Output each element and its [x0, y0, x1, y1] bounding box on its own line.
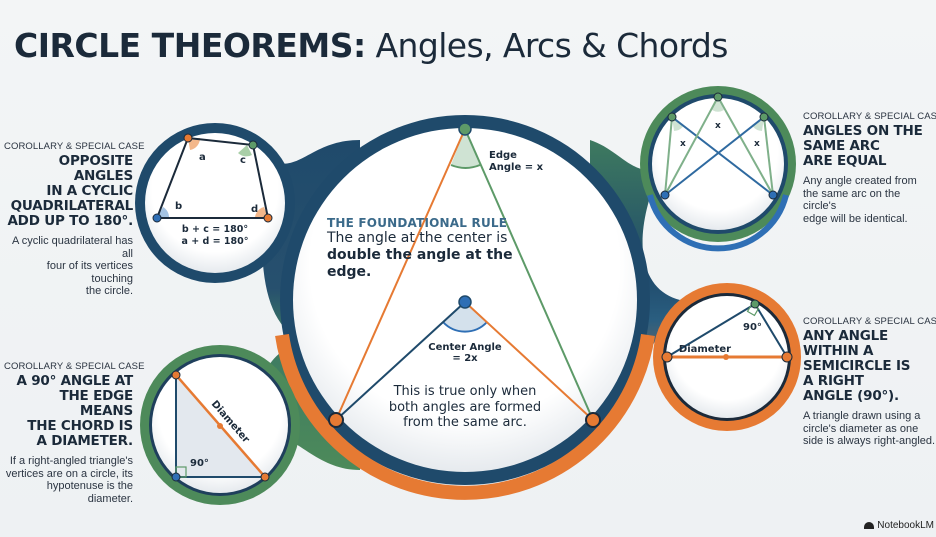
headline: ANGLES ON THE SAME ARC ARE EQUAL — [803, 123, 923, 169]
body-text: If a right-angled triangle's vertices ar… — [5, 455, 133, 505]
svg-text:c: c — [240, 155, 246, 166]
notebooklm-logo-icon — [864, 522, 875, 529]
foundational-label: THE FOUNDATIONAL RULE — [327, 216, 508, 230]
panel-semicircle: COROLLARY & SPECIAL CASE ANY ANGLE WITHI… — [803, 316, 936, 448]
arc-point-right-icon — [585, 412, 601, 428]
center-angle-label-1: Center Angle — [428, 342, 502, 353]
svg-text:90°: 90° — [743, 322, 762, 333]
panel-cyclic-quadrilateral: COROLLARY & SPECIAL CASE OPPOSITE ANGLES… — [4, 141, 145, 298]
semicircle-diagram: Diameter 90° — [653, 283, 801, 431]
foundational-text: The angle at the center is double the an… — [327, 230, 513, 280]
svg-text:Diameter: Diameter — [679, 344, 731, 355]
body-text: A triangle drawn using a circle's diamet… — [803, 410, 936, 447]
same-arc-diagram: x x x — [640, 86, 796, 252]
foundational-rule: THE FOUNDATIONAL RULE The angle at the c… — [327, 216, 517, 281]
title-light: Angles, Arcs & Chords — [365, 26, 729, 65]
panel-diameter-chord: COROLLARY & SPECIAL CASE A 90° ANGLE AT … — [4, 361, 145, 505]
center-point-icon — [458, 295, 472, 309]
svg-text:a + d = 180°: a + d = 180° — [182, 236, 249, 247]
svg-text:a: a — [199, 152, 206, 163]
caveat-text: This is true only when both angles are f… — [388, 384, 542, 430]
svg-text:b + c = 180°: b + c = 180° — [182, 224, 248, 235]
watermark-text: NotebookLM — [877, 520, 934, 531]
svg-text:x: x — [680, 139, 686, 149]
headline: A 90° ANGLE AT THE EDGE MEANS THE CHORD … — [16, 373, 133, 449]
panel-same-arc: COROLLARY & SPECIAL CASE ANGLES ON THE S… — [803, 111, 936, 225]
main-diagram: Edge Angle = x Center Angle = 2x — [328, 122, 601, 428]
eyebrow: COROLLARY & SPECIAL CASE — [803, 111, 936, 122]
svg-text:x: x — [715, 121, 721, 131]
eyebrow: COROLLARY & SPECIAL CASE — [4, 361, 145, 372]
svg-text:x: x — [754, 139, 760, 149]
svg-text:90°: 90° — [190, 458, 209, 469]
page-title: CIRCLE THEOREMS: Angles, Arcs & Chords — [14, 26, 728, 66]
arc-point-left-icon — [328, 412, 344, 428]
cyclic-quadrilateral-diagram: a c b d b + c = 180° a + d = 180° — [135, 123, 295, 283]
watermark: NotebookLM — [864, 520, 934, 531]
headline: ANY ANGLE WITHIN A SEMICIRCLE IS A RIGHT… — [803, 328, 911, 404]
edge-point-icon — [458, 122, 472, 136]
svg-text:b: b — [175, 201, 182, 212]
edge-angle-label-1: Edge — [489, 150, 517, 161]
svg-text:d: d — [251, 204, 258, 215]
diameter-triangle-diagram: Diameter 90° — [140, 345, 300, 505]
eyebrow: COROLLARY & SPECIAL CASE — [803, 316, 936, 327]
headline: OPPOSITE ANGLES IN A CYCLIC QUADRILATERA… — [7, 153, 133, 229]
edge-angle-label-2: Angle = x — [489, 162, 544, 173]
eyebrow: COROLLARY & SPECIAL CASE — [4, 141, 145, 152]
center-angle-label-2: = 2x — [452, 353, 478, 364]
title-bold: CIRCLE THEOREMS: — [14, 26, 366, 65]
body-text: A cyclic quadrilateral has all four of i… — [11, 235, 133, 297]
body-text: Any angle created from the same arc on t… — [803, 175, 917, 225]
